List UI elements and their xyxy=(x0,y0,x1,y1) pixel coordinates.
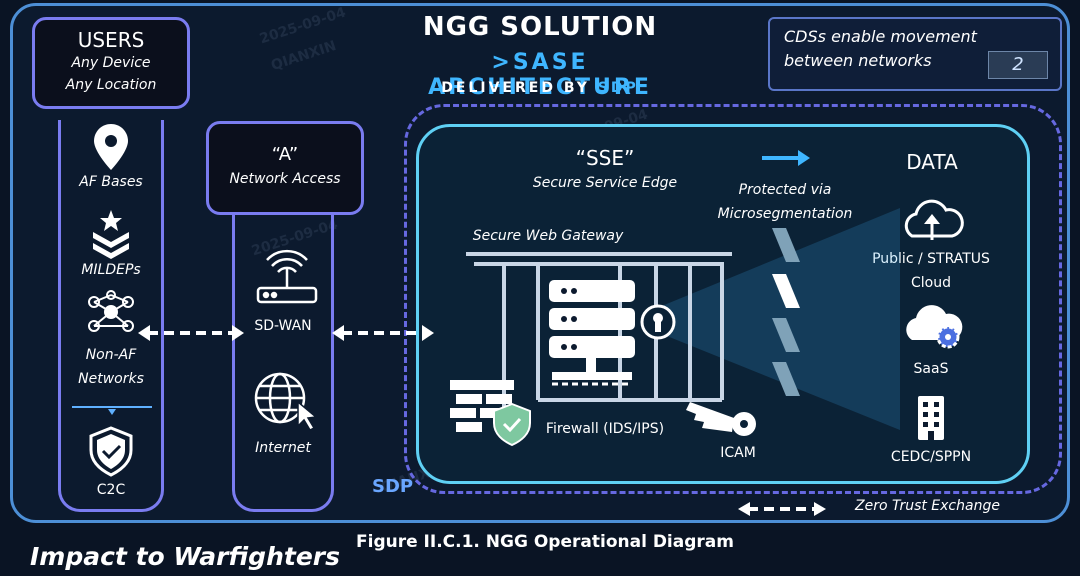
sse-title: “SSE” xyxy=(575,146,635,170)
arrow-access-to-sse xyxy=(332,325,434,341)
location-pin-icon xyxy=(94,124,128,170)
zero-trust-label: Zero Trust Exchange xyxy=(855,498,1000,514)
c2c-label: C2C xyxy=(96,482,126,498)
users-divider xyxy=(72,406,152,415)
protected-line1: Protected via xyxy=(738,182,832,198)
users-title: USERS xyxy=(77,28,145,52)
cds-note-text: CDSs enable movement between networks xyxy=(784,25,977,73)
swg-label: Secure Web Gateway xyxy=(472,228,624,244)
network-nodes-icon xyxy=(88,290,134,332)
users-line2: Any Location xyxy=(65,77,157,93)
rank-insignia-icon xyxy=(93,210,129,259)
network-access-column xyxy=(232,210,334,512)
arrow-users-to-access xyxy=(138,325,244,341)
public-cloud-line2: Cloud xyxy=(911,275,951,291)
mildeps-label: MILDEPs xyxy=(81,262,141,278)
users-line1: Any Device xyxy=(71,55,151,71)
network-access-header: “A” Network Access xyxy=(206,121,364,215)
saas-label: SaaS xyxy=(913,361,949,377)
firewall-label: Firewall (IDS/IPS) xyxy=(545,421,665,437)
users-header: USERS Any Device Any Location xyxy=(32,17,190,109)
page-title: NGG SOLUTION xyxy=(422,12,658,42)
network-access-title: “A” xyxy=(271,144,299,165)
data-title: DATA xyxy=(906,150,958,174)
cloud-upload-icon xyxy=(904,199,964,240)
firewall-shield-icon xyxy=(493,402,531,447)
icam-label: ICAM xyxy=(720,445,756,461)
page-subtitle: >SASE ARCHITECTURE xyxy=(428,50,652,100)
sd-wan-label: SD-WAN xyxy=(254,318,312,334)
microsegmentation-panels xyxy=(772,228,800,396)
delivered-sdp: SDP xyxy=(597,80,639,96)
impact-heading: Impact to Warfighters xyxy=(30,542,340,571)
shield-check-icon xyxy=(89,426,133,477)
building-icon xyxy=(918,396,944,440)
public-cloud-line1: Public / STRATUS xyxy=(872,251,990,267)
cds-note: CDSs enable movement between networks 2 xyxy=(768,17,1062,91)
networks-label: Networks xyxy=(78,371,144,387)
delivered-by: DELIVERED BY SDP xyxy=(380,80,700,96)
non-af-label: Non-AF xyxy=(85,347,137,363)
sse-subtitle: Secure Service Edge xyxy=(532,175,678,191)
arrow-legend-zero-trust xyxy=(738,502,826,516)
users-column xyxy=(58,120,164,512)
protected-line2: Microsegmentation xyxy=(717,206,853,222)
cedc-label: CEDC/SPPN xyxy=(890,449,972,465)
delivered-prefix: DELIVERED BY xyxy=(441,80,598,96)
sdp-boundary xyxy=(404,104,1062,494)
flow-arrow-icon xyxy=(762,150,810,166)
cloud-gear-icon xyxy=(906,305,963,349)
globe-cursor-icon xyxy=(254,372,318,431)
router-icon xyxy=(256,249,318,304)
cds-note-number: 2 xyxy=(988,51,1048,79)
keyhole-icon xyxy=(640,304,676,340)
cds-note-line2: between networks xyxy=(784,51,932,70)
server-stack-icon xyxy=(549,280,635,386)
key-icon xyxy=(686,402,756,436)
network-access-subtitle: Network Access xyxy=(229,171,341,187)
figure-caption: Figure II.C.1. NGG Operational Diagram xyxy=(356,532,734,552)
internet-label: Internet xyxy=(255,440,311,456)
af-bases-label: AF Bases xyxy=(79,174,143,190)
sdp-label: SDP xyxy=(372,476,414,497)
cds-note-line1: CDSs enable movement xyxy=(784,27,977,46)
